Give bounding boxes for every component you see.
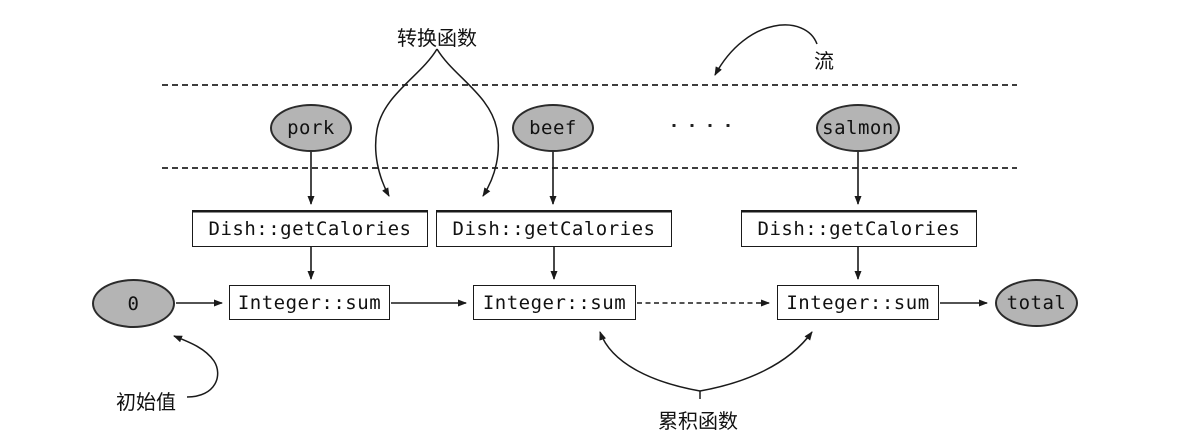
initial-value-node: 0 (92, 279, 175, 328)
transform-fn-fork-left (374, 48, 438, 197)
stream-item-beef: beef (512, 104, 594, 152)
stream-label: 流 (814, 49, 834, 73)
stream-item-salmon: salmon (816, 104, 900, 152)
stream-label-arrow (714, 24, 818, 76)
dot (690, 124, 694, 127)
stream-item-pork: pork (270, 104, 352, 152)
reducer-box-2: Integer::sum (473, 285, 636, 320)
dot (726, 124, 730, 127)
accumulator-function-label: 累积函数 (658, 409, 738, 433)
mapper-box-1: Dish::getCalories (192, 210, 428, 247)
initial-value-arrow (173, 335, 219, 398)
accumulator-brace-left (599, 331, 701, 392)
transform-function-label: 转换函数 (397, 26, 477, 50)
transform-fn-fork-right (436, 48, 500, 197)
result-total-node: total (995, 279, 1078, 327)
dot (708, 124, 712, 127)
mapper-box-2: Dish::getCalories (436, 210, 672, 247)
mapper-box-3: Dish::getCalories (741, 210, 977, 247)
stream-ellipsis-dots (672, 124, 730, 127)
dot (672, 124, 676, 127)
reducer-box-3: Integer::sum (777, 285, 939, 320)
reducer-box-1: Integer::sum (229, 285, 390, 320)
initial-value-label: 初始值 (116, 390, 176, 414)
accumulator-brace-right (699, 331, 813, 392)
